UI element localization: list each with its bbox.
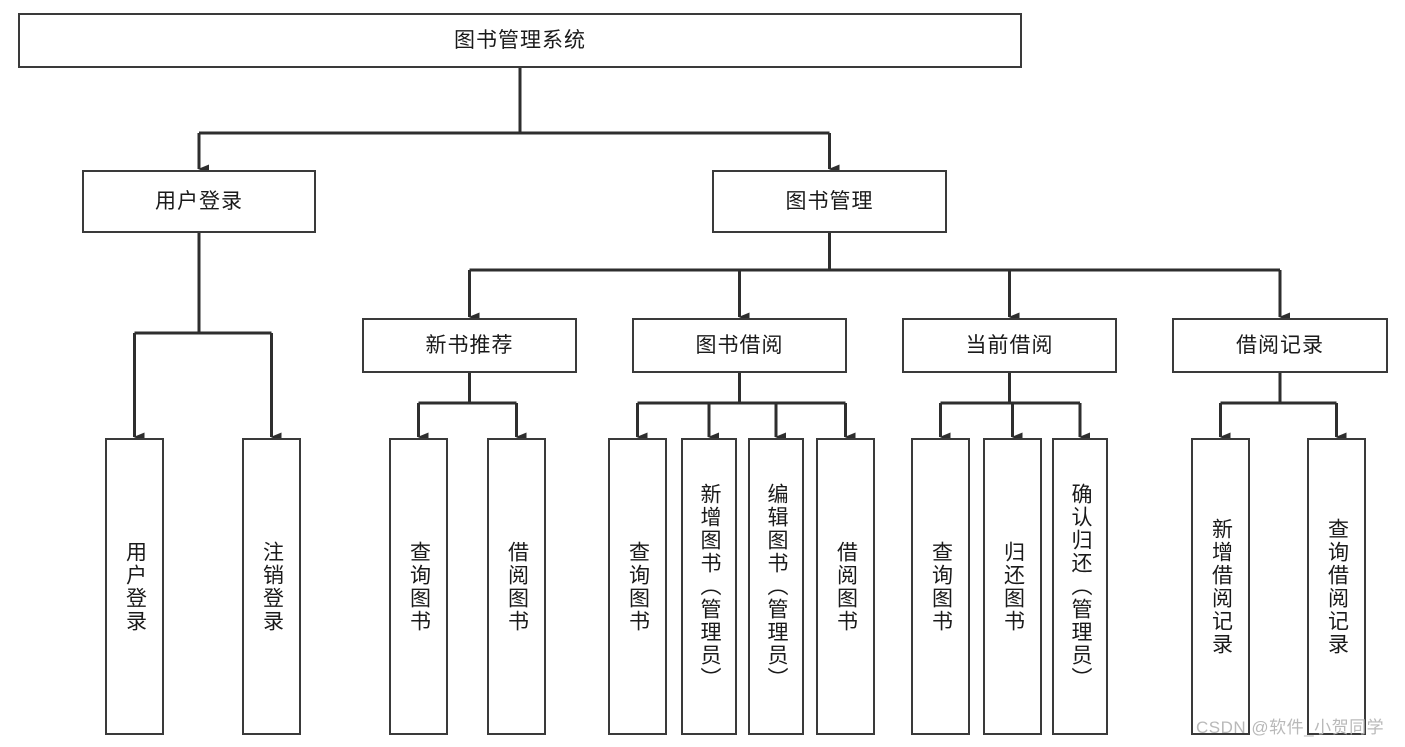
node-leaf-logout-label: 注销登录 xyxy=(260,540,284,633)
node-leaf-add-record-label: 新增借阅记录 xyxy=(1209,517,1233,656)
node-new-book-recommend-label: 新书推荐 xyxy=(425,333,514,357)
node-leaf-borrow-book-1[interactable]: 借阅图书 xyxy=(487,438,546,735)
node-leaf-query-book-1-label: 查询图书 xyxy=(407,540,431,633)
node-user-login-label: 用户登录 xyxy=(155,189,243,213)
node-leaf-borrow-book-2[interactable]: 借阅图书 xyxy=(816,438,875,735)
node-borrow-record[interactable]: 借阅记录 xyxy=(1172,318,1388,373)
node-leaf-add-book-label: 新增图书（管理员） xyxy=(698,483,722,690)
node-root-label: 图书管理系统 xyxy=(454,28,586,52)
node-leaf-user-login-label: 用户登录 xyxy=(123,540,147,633)
node-leaf-query-record-label: 查询借阅记录 xyxy=(1325,517,1349,656)
node-book-borrow[interactable]: 图书借阅 xyxy=(632,318,847,373)
node-borrow-record-label: 借阅记录 xyxy=(1236,333,1324,357)
node-current-borrow-label: 当前借阅 xyxy=(965,333,1054,357)
node-leaf-query-book-3-label: 查询图书 xyxy=(929,540,953,633)
node-leaf-add-book[interactable]: 新增图书（管理员） xyxy=(681,438,737,735)
node-book-manage[interactable]: 图书管理 xyxy=(712,170,947,233)
node-leaf-edit-book[interactable]: 编辑图书（管理员） xyxy=(748,438,804,735)
node-leaf-query-book-2-label: 查询图书 xyxy=(626,540,650,633)
node-leaf-confirm-return-label: 确认归还（管理员） xyxy=(1069,483,1093,690)
node-current-borrow[interactable]: 当前借阅 xyxy=(902,318,1117,373)
node-leaf-add-record[interactable]: 新增借阅记录 xyxy=(1191,438,1250,735)
node-new-book-recommend[interactable]: 新书推荐 xyxy=(362,318,577,373)
node-leaf-query-book-1[interactable]: 查询图书 xyxy=(389,438,448,735)
node-user-login[interactable]: 用户登录 xyxy=(82,170,316,233)
node-leaf-query-book-3[interactable]: 查询图书 xyxy=(911,438,970,735)
node-leaf-logout[interactable]: 注销登录 xyxy=(242,438,301,735)
node-leaf-borrow-book-2-label: 借阅图书 xyxy=(834,540,858,633)
node-leaf-query-record[interactable]: 查询借阅记录 xyxy=(1307,438,1366,735)
node-leaf-edit-book-label: 编辑图书（管理员） xyxy=(765,483,789,690)
node-leaf-confirm-return[interactable]: 确认归还（管理员） xyxy=(1052,438,1108,735)
node-leaf-query-book-2[interactable]: 查询图书 xyxy=(608,438,667,735)
node-book-manage-label: 图书管理 xyxy=(785,189,874,213)
node-leaf-return-book-label: 归还图书 xyxy=(1001,540,1025,633)
node-root[interactable]: 图书管理系统 xyxy=(18,13,1022,68)
node-leaf-return-book[interactable]: 归还图书 xyxy=(983,438,1042,735)
node-book-borrow-label: 图书借阅 xyxy=(695,333,784,357)
node-leaf-user-login[interactable]: 用户登录 xyxy=(105,438,164,735)
node-leaf-borrow-book-1-label: 借阅图书 xyxy=(505,540,529,633)
